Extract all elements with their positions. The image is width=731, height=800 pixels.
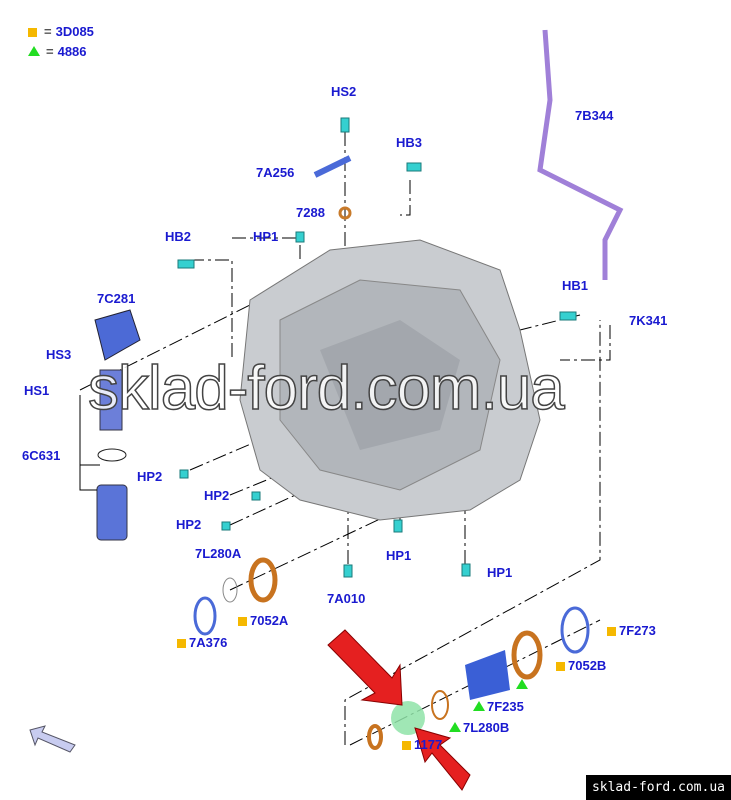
square-icon: [402, 741, 411, 750]
part-label[interactable]: 7L280B: [449, 720, 509, 735]
part-code: 1177: [414, 737, 443, 752]
part-label[interactable]: 7F273: [607, 623, 656, 638]
part-label[interactable]: 7L280A: [195, 546, 242, 561]
part-code: 7052A: [250, 613, 289, 628]
triangle-icon: [516, 679, 528, 689]
part-label[interactable]: 7288: [296, 205, 325, 220]
red-arrow-bottom: [414, 727, 471, 791]
part-label[interactable]: HS2: [331, 84, 357, 99]
part-label[interactable]: HP2: [204, 488, 230, 503]
part-code: 7052B: [568, 658, 607, 673]
transmission-housing: [239, 239, 541, 521]
part-label[interactable]: 7A010: [327, 591, 366, 606]
part-label[interactable]: [516, 677, 530, 692]
view-direction-arrow-icon: [29, 725, 76, 753]
part-label[interactable]: HP1: [386, 548, 412, 563]
part-label[interactable]: 7052B: [556, 658, 606, 673]
part-label[interactable]: 7B344: [575, 108, 614, 123]
part-code: 7F235: [487, 699, 524, 714]
watermark-badge: sklad-ford.com.ua: [585, 775, 731, 800]
square-icon: [556, 662, 565, 671]
square-icon: [177, 639, 186, 648]
square-icon: [28, 28, 37, 37]
part-label[interactable]: HB3: [396, 135, 423, 150]
triangle-icon: [449, 722, 461, 732]
part-label[interactable]: 7A376: [177, 635, 227, 650]
part-label[interactable]: HP1: [487, 565, 513, 580]
part-code: 7L280B: [463, 720, 510, 735]
red-arrow-top: [327, 629, 403, 706]
legend-text: 4886: [57, 44, 87, 59]
square-icon: [238, 617, 247, 626]
legend-item: =3D085: [28, 24, 94, 39]
part-label[interactable]: 7K341: [629, 313, 668, 328]
square-icon: [607, 627, 616, 636]
part-label[interactable]: HS3: [46, 347, 72, 362]
part-label[interactable]: HB2: [165, 229, 192, 244]
legend-text: 3D085: [55, 24, 94, 39]
part-label[interactable]: HP2: [176, 517, 202, 532]
part-code: 7F273: [619, 623, 656, 638]
legend-item: =4886: [28, 44, 87, 59]
part-label[interactable]: HB1: [562, 278, 589, 293]
part-label[interactable]: 1177: [402, 737, 442, 752]
watermark: sklad-ford.com.ua: [87, 354, 565, 423]
part-label[interactable]: 7052A: [238, 613, 288, 628]
part-label[interactable]: HP1: [253, 229, 279, 244]
triangle-icon: [28, 46, 40, 56]
part-label[interactable]: HS1: [24, 383, 50, 398]
part-label[interactable]: 6C631: [22, 448, 61, 463]
part-label[interactable]: 7A256: [256, 165, 295, 180]
triangle-icon: [473, 701, 485, 711]
part-code: 7A376: [189, 635, 228, 650]
part-label[interactable]: 7C281: [97, 291, 136, 306]
part-label[interactable]: HP2: [137, 469, 163, 484]
part-label[interactable]: 7F235: [473, 699, 524, 714]
